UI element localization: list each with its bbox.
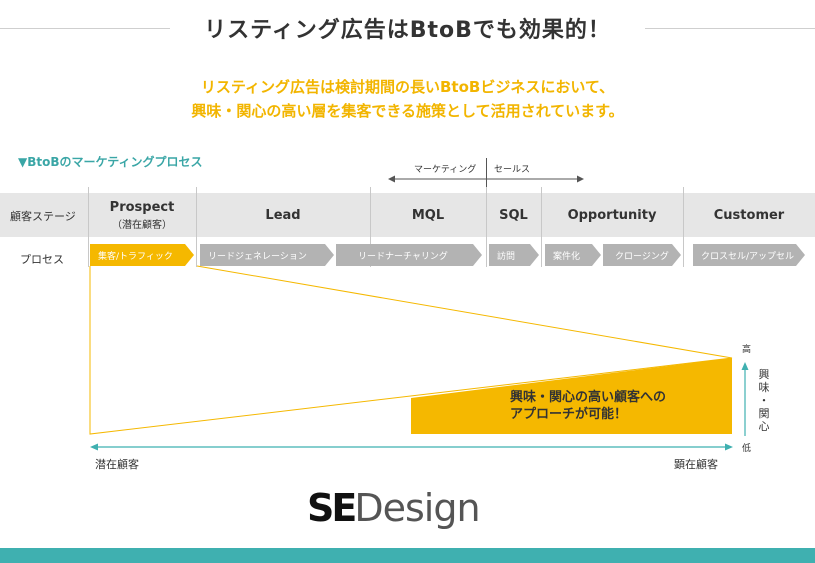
lead-line-2: 興味・関心の高い層を集客できる施策として活用されています。 xyxy=(191,102,624,120)
section-label: ▼BtoBのマーケティングプロセス xyxy=(18,155,203,169)
interest-low-label: 低 xyxy=(742,444,752,454)
process-cross-sell: クロスセル/アップセル xyxy=(693,244,805,266)
title-rule-left xyxy=(0,28,170,29)
interest-axis-label: 興 味 ・ 関 心 xyxy=(757,368,771,433)
interest-char: 心 xyxy=(758,420,770,433)
footer-bar xyxy=(0,548,815,563)
stage-separator xyxy=(88,187,89,267)
stage-lead: Lead xyxy=(196,193,370,237)
interest-diagram xyxy=(89,265,749,451)
stage-opportunity-name: Opportunity xyxy=(567,207,657,223)
customer-axis-right-arrow xyxy=(725,443,733,451)
process-lead-generation: リードジェネレーション xyxy=(200,244,334,266)
stage-separator xyxy=(541,187,542,267)
callout-line-1: 興味・関心の高い顧客への xyxy=(510,390,667,405)
interest-axis-arrow xyxy=(741,362,749,370)
stage-separator xyxy=(683,187,684,267)
logo-se: SE xyxy=(307,486,357,530)
stage-opportunity: Opportunity xyxy=(541,193,683,237)
process-visit: 訪問 xyxy=(489,244,539,266)
stage-separator xyxy=(486,187,487,267)
title-rule-right xyxy=(645,28,815,29)
funnel-outline xyxy=(89,265,733,435)
high-interest-area xyxy=(411,358,732,434)
marketing-label: マーケティング xyxy=(414,165,477,175)
interest-char: 関 xyxy=(758,407,770,420)
potential-customer-label: 潜在顧客 xyxy=(95,458,139,471)
stage-prospect-name: Prospect xyxy=(109,199,175,215)
stage-customer-name: Customer xyxy=(713,207,785,223)
stage-sql-name: SQL xyxy=(499,207,528,223)
stage-mql: MQL xyxy=(370,193,486,237)
stage-band xyxy=(0,193,815,237)
stage-customer: Customer xyxy=(683,193,815,237)
split-arrow xyxy=(388,175,584,183)
page-title: リスティング広告はBtoBでも効果的！ xyxy=(204,18,611,43)
row-header-stage: 顧客ステージ xyxy=(10,210,76,223)
sales-label: セールス xyxy=(494,165,531,175)
logo-design: Design xyxy=(354,486,480,530)
stage-lead-name: Lead xyxy=(265,207,301,223)
customer-axis-left-arrow xyxy=(90,443,98,451)
process-closing: クロージング xyxy=(603,244,681,266)
process-traffic: 集客/トラフィック xyxy=(90,244,194,266)
callout-text: 興味・関心の高い顧客への アプローチが可能！ xyxy=(510,389,666,423)
split-divider xyxy=(486,158,487,193)
callout-line-2: アプローチが可能！ xyxy=(510,407,628,422)
lead-line-1: リスティング広告は検討期間の長いBtoBビジネスにおいて、 xyxy=(200,78,615,96)
stage-separator xyxy=(370,187,371,267)
stage-sql: SQL xyxy=(486,193,541,237)
interest-char: ・ xyxy=(758,394,770,407)
process-deal: 案件化 xyxy=(545,244,601,266)
interest-char: 興 xyxy=(758,368,770,381)
stage-separator xyxy=(196,187,197,267)
stage-prospect: Prospect （潜在顧客） xyxy=(88,193,196,237)
stage-mql-name: MQL xyxy=(411,207,445,223)
process-lead-nurturing: リードナーチャリング xyxy=(336,244,482,266)
se-design-logo: SEDesign xyxy=(307,486,481,530)
interest-char: 味 xyxy=(758,381,770,394)
actual-customer-label: 顕在顧客 xyxy=(674,458,718,471)
row-header-process: プロセス xyxy=(20,253,64,266)
interest-high-label: 高 xyxy=(742,345,752,355)
stage-prospect-sub: （潜在顧客） xyxy=(112,219,172,231)
